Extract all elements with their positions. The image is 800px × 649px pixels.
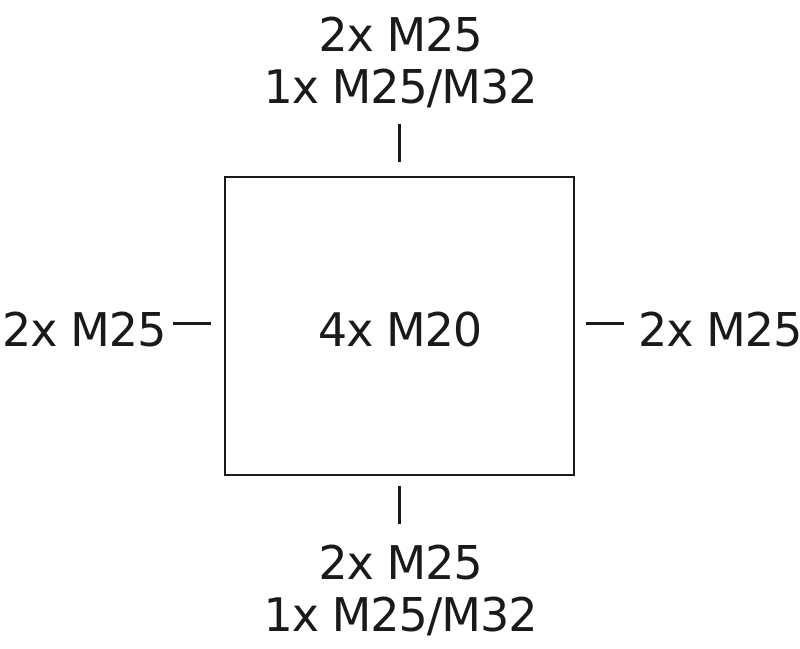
- bottom-entries: 2x M25 1x M25/M32: [200, 540, 600, 644]
- left-tick: [173, 322, 211, 325]
- right-tick: [586, 322, 624, 325]
- bottom-tick: [398, 486, 401, 524]
- top-entry-line-1: 2x M25: [318, 8, 482, 62]
- top-entry-line-2: 1x M25/M32: [263, 60, 537, 114]
- left-entry: 2x M25: [2, 303, 166, 357]
- center-entry: 4x M20: [317, 303, 482, 357]
- top-tick: [398, 124, 401, 162]
- right-entry: 2x M25: [638, 303, 800, 357]
- bottom-entry-line-1: 2x M25: [318, 536, 482, 590]
- top-entries: 2x M25 1x M25/M32: [200, 12, 600, 116]
- bottom-entry-line-2: 1x M25/M32: [263, 588, 537, 642]
- enclosure-box: [224, 176, 575, 476]
